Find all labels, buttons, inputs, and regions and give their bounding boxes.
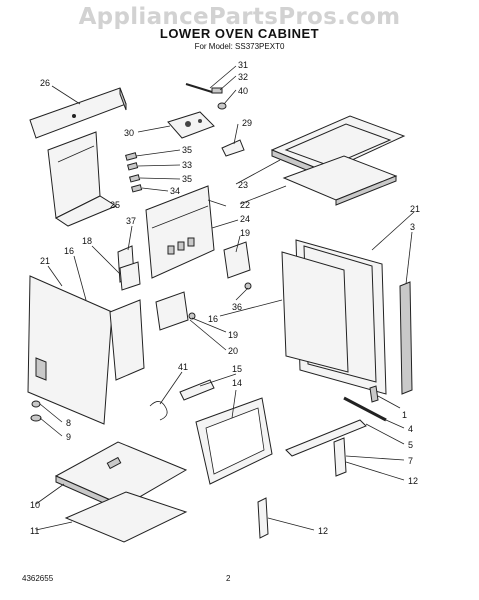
part-26-bracket [29,87,127,139]
part-16-insulation [109,299,145,381]
callout-22: 22 [240,200,250,210]
part-24-rear-panel [145,185,215,279]
part-18-bracket [119,261,141,291]
callout-8: 8 [66,418,71,428]
callout-36: 36 [232,302,242,312]
part-41-hook [149,401,168,421]
callout-40: 40 [238,86,248,96]
part-29-tab [221,139,245,157]
callout-41: 41 [178,362,188,372]
callout-5: 5 [408,440,413,450]
part-11-pan [64,491,188,543]
part-23-oven-floor [270,115,406,179]
callout-32: 32 [238,72,248,82]
callout-31: 31 [238,60,248,70]
callout-19-bottom: 19 [228,330,238,340]
part-7-strip [285,419,367,457]
callout-35-b: 35 [182,174,192,184]
callout-29: 29 [242,118,252,128]
footer-part-number: 4362655 [22,574,54,583]
part-14-door-frame [195,397,273,485]
callout-16-left: 16 [64,246,74,256]
callout-10: 10 [30,500,40,510]
callout-1: 1 [402,410,407,420]
callout-23: 23 [238,180,248,190]
callout-16-center: 16 [208,314,218,324]
callout-3: 3 [410,222,415,232]
callout-30: 30 [124,128,134,138]
callout-20: 20 [228,346,238,356]
part-25-side-panel [47,131,118,227]
callout-4: 4 [408,424,413,434]
callout-21-right: 21 [410,204,420,214]
part-1-bracket [369,385,379,403]
part-31-rod [185,83,213,93]
part-4-rod [343,396,387,422]
part-20-screw [188,312,196,320]
part-21-side-panel [27,275,113,425]
callout-14: 14 [232,378,242,388]
part-34-clip [131,184,143,193]
part-16-bracket [155,291,189,331]
diagram-title: LOWER OVEN CABINET [159,26,320,41]
callout-37: 37 [126,216,136,226]
part-12-bracket-a [333,437,347,477]
callout-24: 24 [240,214,250,224]
part-35-clip-a [125,152,138,161]
part-21-door-frame [281,239,387,395]
callout-35-a: 35 [182,145,192,155]
part-33-clip [127,162,139,171]
part-22-sheet [282,155,398,206]
part-35-clip-b [129,174,141,183]
watermark: AppliancePartsPros.com [78,4,401,30]
callout-labels: 31 32 40 26 30 29 35 33 35 34 23 25 22 3… [30,60,420,536]
callout-33: 33 [182,160,192,170]
callout-12-right: 12 [408,476,418,486]
callout-12-bottom: 12 [318,526,328,536]
part-30-bracket-assembly [167,111,215,139]
part-15-strip [179,379,215,401]
leader-lines [35,65,415,531]
callout-34: 34 [170,186,180,196]
callout-26: 26 [40,78,50,88]
footer-page-number: 2 [226,574,231,583]
part-8-foot [31,400,41,408]
callout-18: 18 [82,236,92,246]
callout-15: 15 [232,364,242,374]
part-32-clip [211,87,223,94]
part-36-screw [244,282,252,290]
callout-21-left: 21 [40,256,50,266]
model-line: For Model: SS373PEXT0 [194,42,285,51]
callout-19-top: 19 [240,228,250,238]
callout-11: 11 [30,526,39,536]
part-3-trim-strip [399,281,413,395]
callout-7: 7 [408,456,413,466]
part-12-bracket-b [257,497,269,539]
part-19-bracket-a [223,241,251,279]
callout-9: 9 [66,432,71,442]
part-40-screw [217,102,227,110]
callout-25: 25 [110,200,120,210]
part-9-foot [30,414,42,422]
